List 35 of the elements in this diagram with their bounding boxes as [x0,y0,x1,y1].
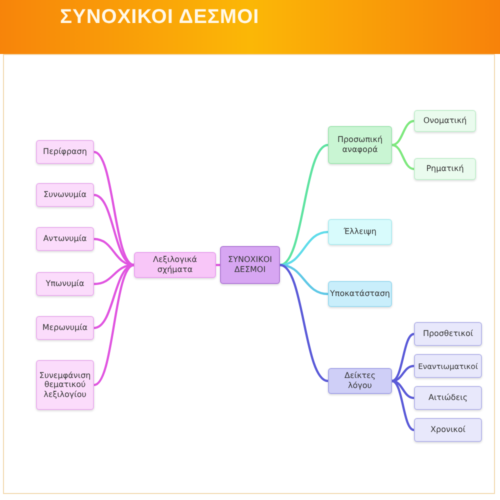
topic-box: Δείκτες λόγου [328,368,392,394]
connector [280,264,328,382]
connector [392,380,414,432]
topic-box: Υπωνυμία [36,272,94,296]
topic-box: Ονοματική [414,110,476,132]
topic-box: Μερωνυμία [36,316,94,340]
topic-box: Αντωνυμία [36,227,94,251]
topic-box: Συνεμφάνιση θεματικού λεξιλογίου [36,360,94,410]
topic-box: Λεξιλογικά σχήματα [134,252,216,278]
connector [392,380,414,400]
connector [392,144,414,170]
connector [94,264,134,330]
connector [280,230,328,266]
connector [94,264,134,286]
connector [216,264,220,266]
connector [392,120,414,146]
topic-box: Χρονικοί [414,418,482,442]
connector [94,264,134,386]
topic-box: Αιτιώδεις [414,386,482,410]
connector [280,264,328,296]
topic-box: Ρηματική [414,158,476,180]
title: ΣΥΝΟΧΙΚΟΙ ΔΕΣΜΟΙ [60,6,260,29]
connector [94,194,134,266]
connector [392,364,414,382]
central-topic: ΣΥΝΟΧΙΚΟΙ ΔΕΣΜΟΙ [220,246,280,284]
connector [392,332,414,382]
topic-box: Περίφραση [36,140,94,164]
connector [280,144,328,266]
topic-box: Προσθετικοί [414,322,482,346]
connector [94,151,134,266]
topic-box: Συνωνυμία [36,183,94,207]
topic-box: Έλλειψη [328,219,392,245]
connector [94,238,134,266]
topic-box: Υποκατάσταση [328,281,392,307]
topic-box: Προσωπική αναφορά [328,126,392,164]
